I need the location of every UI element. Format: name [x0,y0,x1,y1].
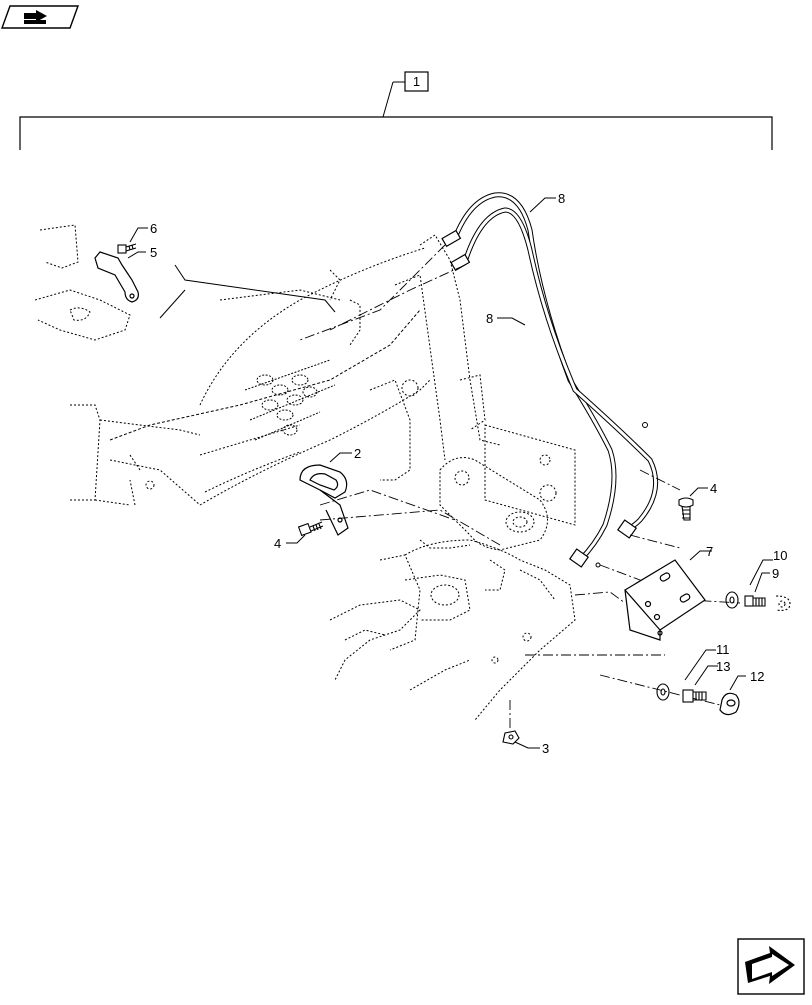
hex-nut [502,730,520,745]
screw-right [678,497,694,521]
callout-10: 10 [773,548,787,563]
washer-lower [656,683,670,701]
tractor-frame-drawing [34,224,576,721]
mounting-plate [624,559,706,641]
page-nav-icon[interactable] [1,5,79,29]
callout-5: 5 [150,245,157,260]
hose-clamp-bracket [299,464,349,536]
callout-2: 2 [354,446,361,461]
callout-11: 11 [716,642,730,657]
valve-bundle [244,359,336,441]
callout-8-upper: 8 [558,191,565,206]
callout-7: 7 [706,544,713,559]
callout-3: 3 [542,741,549,756]
callout-labels: 8 8 2 4 5 6 4 7 10 9 11 13 12 3 [150,191,787,756]
fitting-upper [744,595,791,611]
small-bolt [117,243,137,254]
leader-lines [127,197,773,749]
dust-cap [719,692,740,716]
callout-6: 6 [150,221,157,236]
callout-8-lower: 8 [486,311,493,326]
small-bracket [94,251,139,303]
assembly-center-lines [299,244,741,730]
hydraulic-hoses [441,192,659,568]
section-cut-line [159,264,336,319]
assembly-bracket: 1 [19,71,773,150]
washer-upper [725,591,739,609]
next-page-arrow-icon[interactable] [737,938,805,995]
fitting-lower [682,689,707,703]
assembly-number: 1 [413,74,420,89]
callout-4-left: 4 [274,536,281,551]
callout-9: 9 [772,566,779,581]
screw-left [297,521,324,537]
callout-13: 13 [716,659,730,674]
callout-12: 12 [750,669,764,684]
callout-4-right: 4 [710,481,717,496]
